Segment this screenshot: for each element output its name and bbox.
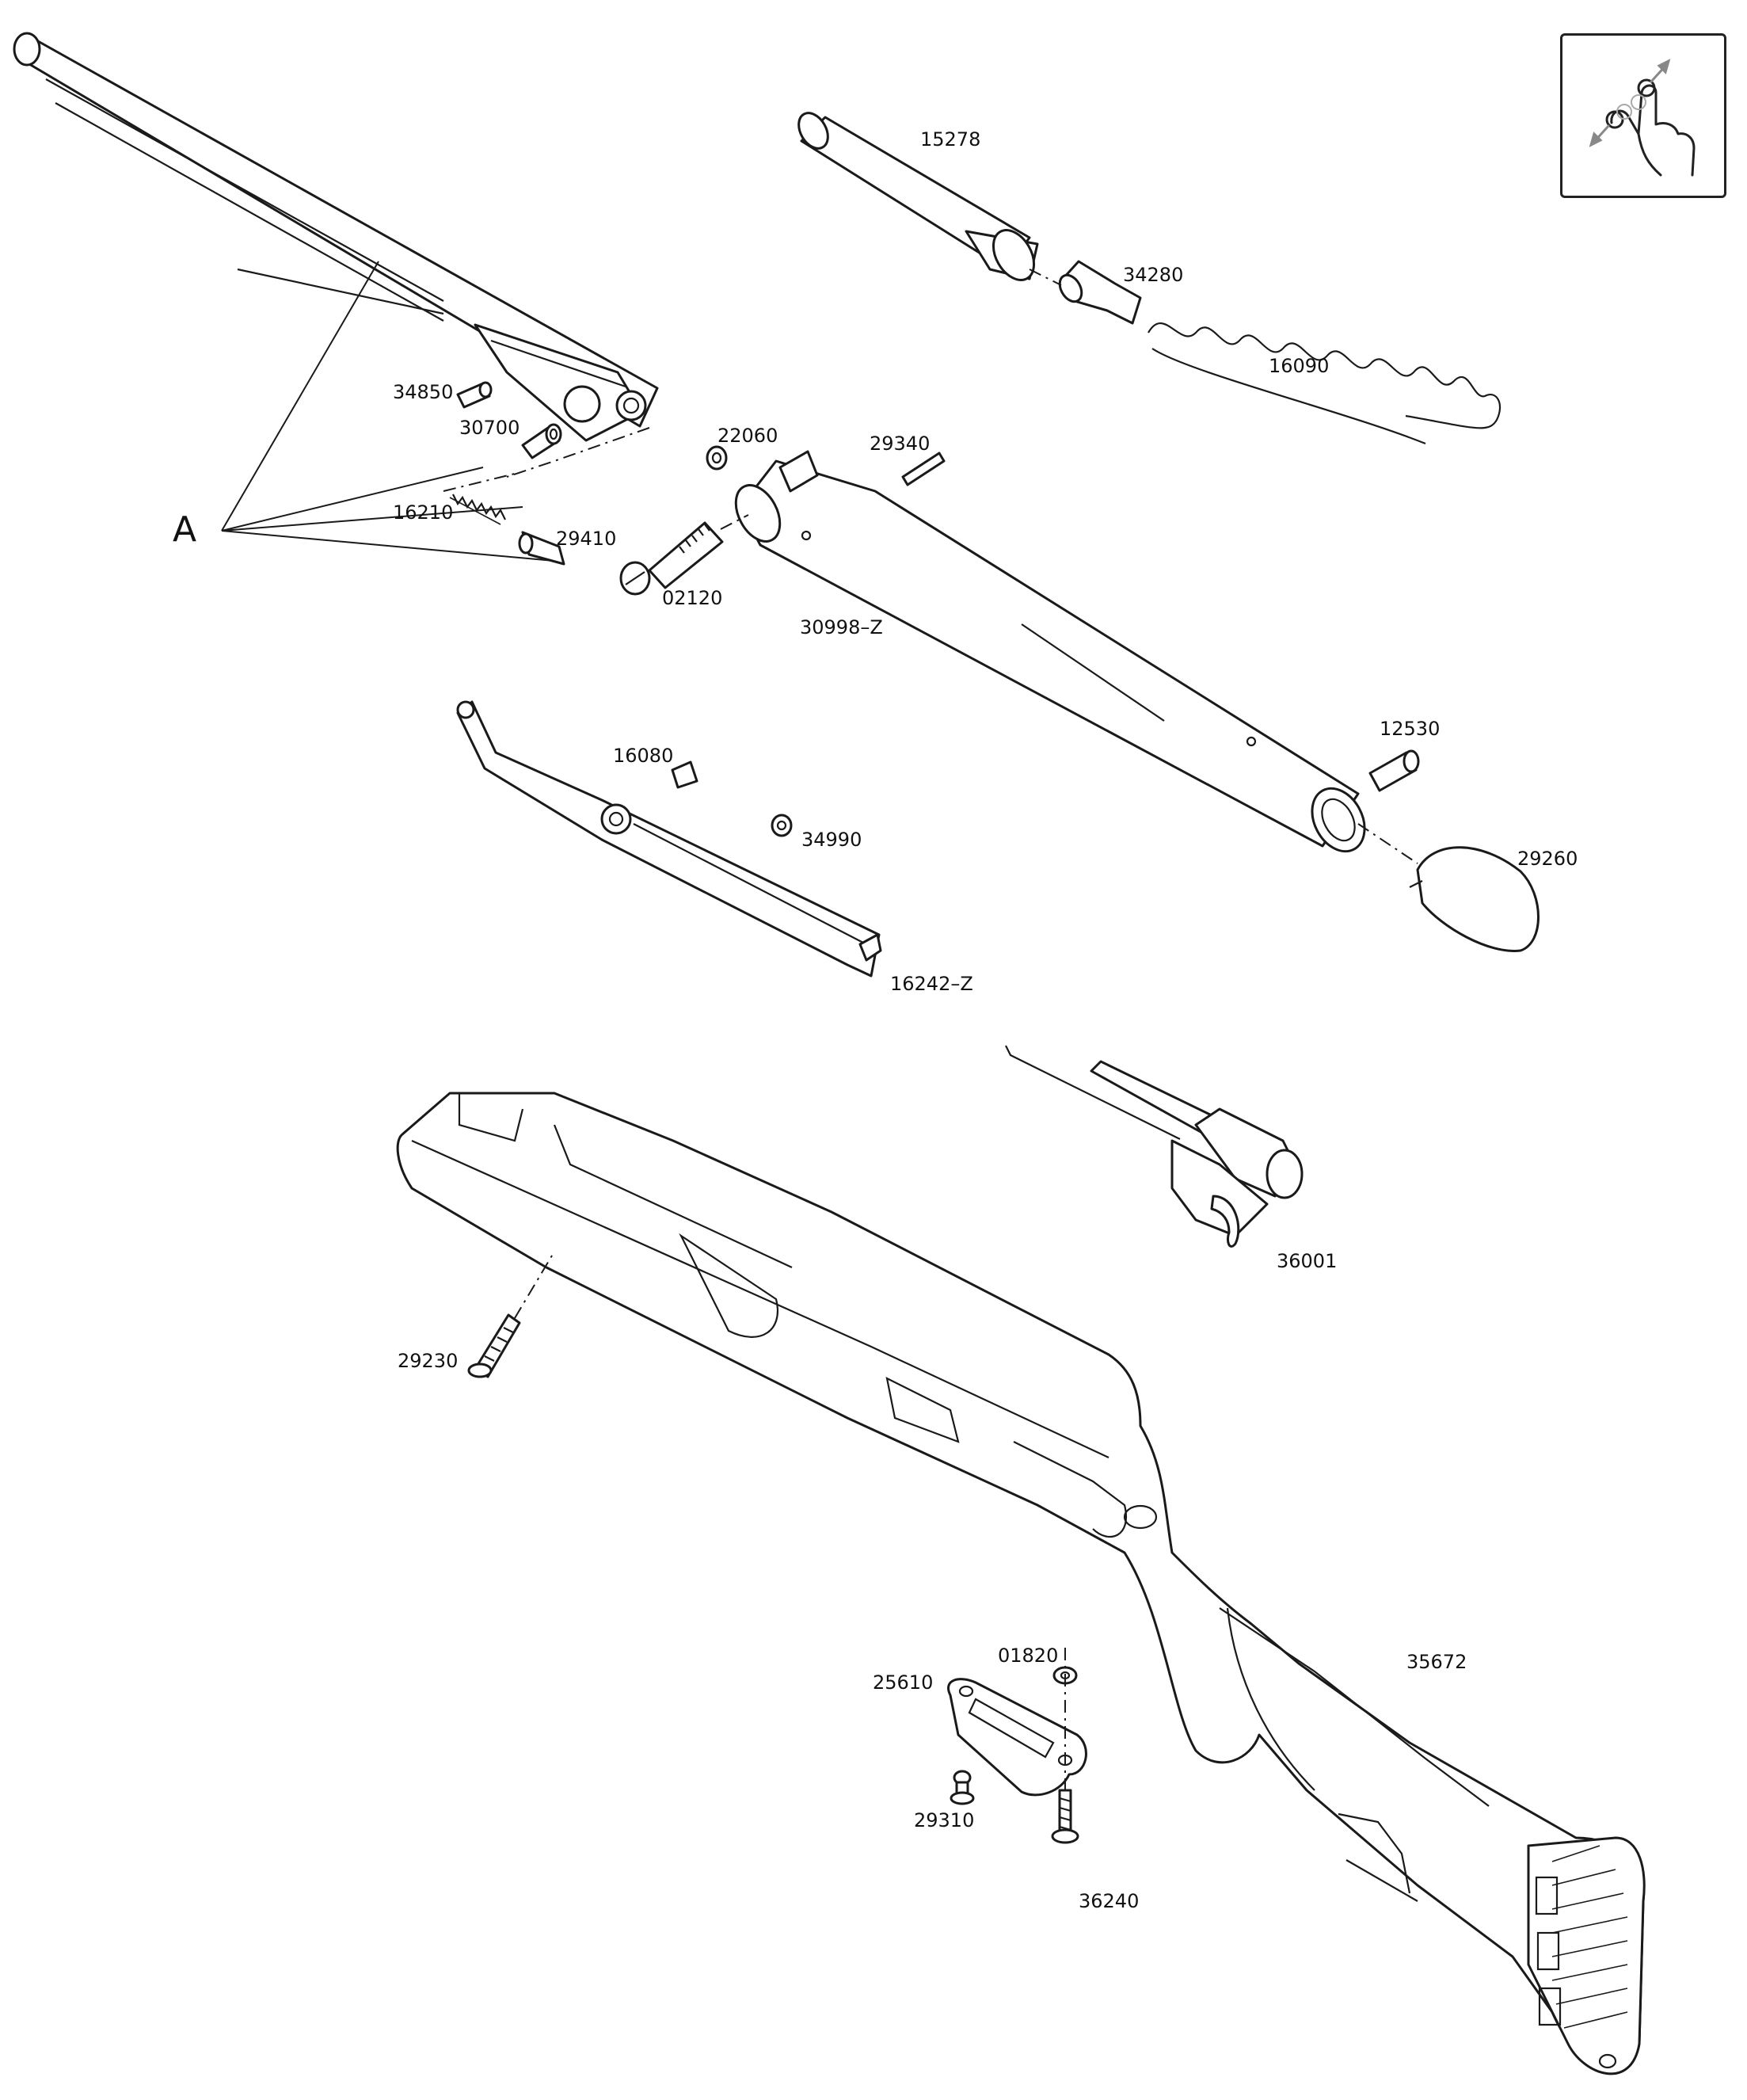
label-34280: 34280 bbox=[1123, 264, 1183, 286]
label-29260: 29260 bbox=[1517, 848, 1578, 870]
part-16090-mainspring bbox=[1148, 322, 1502, 445]
end-cap-axis-line bbox=[1357, 823, 1418, 864]
label-34990: 34990 bbox=[801, 829, 862, 851]
label-29410: 29410 bbox=[556, 528, 616, 550]
stock-screw-axis-line bbox=[514, 1251, 555, 1319]
label-16080: 16080 bbox=[613, 745, 673, 767]
part-16080-clip bbox=[671, 760, 698, 789]
barrel-axis-line bbox=[506, 427, 650, 478]
label-16210: 16210 bbox=[393, 501, 453, 524]
label-29230: 29230 bbox=[398, 1350, 458, 1372]
label-30998-z: 30998–Z bbox=[800, 616, 883, 638]
part-16210-spring bbox=[449, 494, 506, 525]
label-12530: 12530 bbox=[1380, 718, 1440, 740]
label-36240: 36240 bbox=[1079, 1890, 1139, 1912]
part-34280-guide bbox=[1058, 260, 1142, 325]
part-29230-screw bbox=[467, 1313, 521, 1378]
detent-axis-line bbox=[443, 473, 516, 492]
part-29260-end-cap bbox=[1409, 846, 1540, 952]
part-34850-pin bbox=[456, 381, 493, 409]
part-30700-bushing bbox=[521, 423, 562, 459]
label-34850: 34850 bbox=[393, 381, 453, 403]
part-36001-trigger-assembly bbox=[1005, 1045, 1304, 1248]
pinch-zoom-hint-button[interactable] bbox=[1560, 33, 1726, 198]
label-30700: 30700 bbox=[459, 417, 520, 439]
part-29340-pin bbox=[901, 452, 946, 486]
part-12530-pin bbox=[1368, 749, 1420, 792]
piston-axis-line bbox=[1029, 269, 1062, 286]
label-15278: 15278 bbox=[920, 128, 980, 151]
barrel-assembly bbox=[13, 32, 659, 442]
label-22060: 22060 bbox=[717, 425, 778, 447]
part-15278-piston bbox=[797, 112, 1039, 281]
label-25610: 25610 bbox=[873, 1671, 933, 1694]
part-34990-bushing bbox=[771, 814, 793, 837]
label-35672: 35672 bbox=[1406, 1651, 1467, 1673]
label-02120: 02120 bbox=[662, 587, 722, 609]
part-35672-stock bbox=[396, 1092, 1646, 2075]
part-22060-nut bbox=[706, 445, 728, 471]
group-a-label: A bbox=[173, 509, 196, 550]
label-29310: 29310 bbox=[914, 1809, 974, 1831]
part-30998-z-receiver-tube bbox=[734, 450, 1366, 853]
part-36240-screw bbox=[1051, 1789, 1079, 1844]
label-36001: 36001 bbox=[1277, 1250, 1337, 1272]
part-16242-z-cocking-lever bbox=[456, 700, 882, 978]
group-a-leaders bbox=[221, 261, 555, 562]
part-02120-pivot-bolt bbox=[619, 521, 724, 596]
part-29310-screw bbox=[950, 1770, 975, 1805]
part-29410-plunger bbox=[518, 531, 565, 566]
label-01820: 01820 bbox=[998, 1645, 1058, 1667]
pinch-zoom-gesture-icon bbox=[1589, 59, 1696, 177]
label-29340: 29340 bbox=[870, 433, 930, 455]
pivot-axis-line bbox=[720, 514, 749, 530]
part-labels: A 15278 34280 16090 34850 30700 16210 29… bbox=[173, 128, 1578, 1912]
label-16242-z: 16242–Z bbox=[890, 973, 973, 995]
label-16090: 16090 bbox=[1269, 355, 1329, 377]
